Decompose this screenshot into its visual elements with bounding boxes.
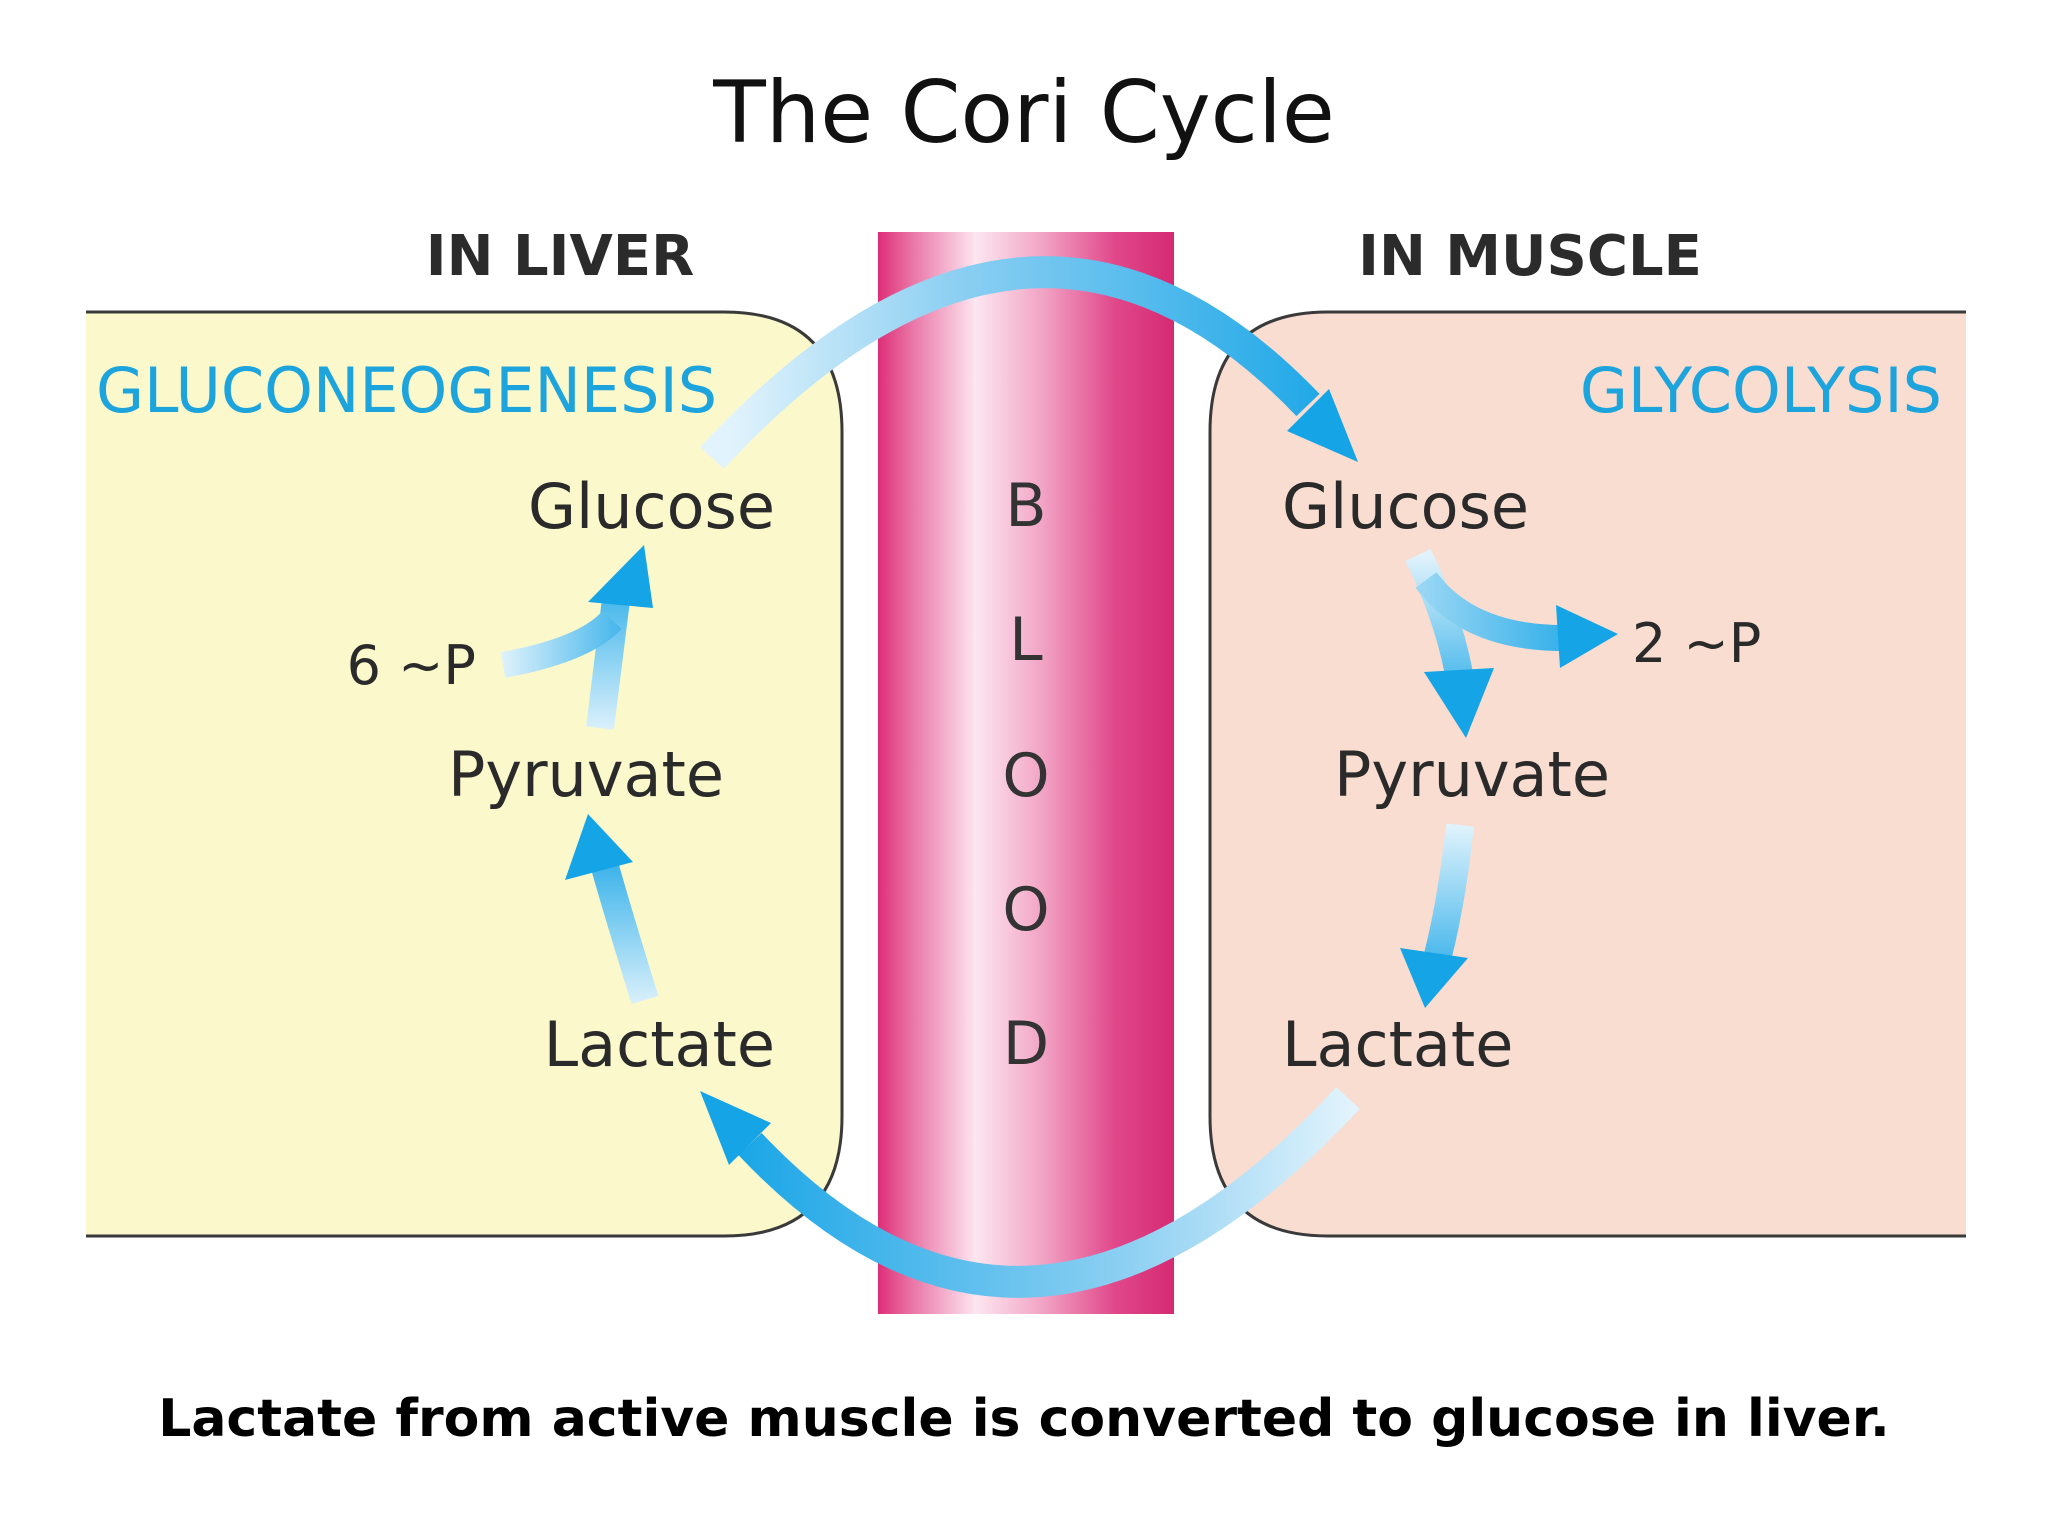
page-title: The Cori Cycle — [712, 63, 1335, 163]
glucose-transport-arrow — [700, 256, 1320, 469]
atp-output-arrowhead — [1556, 605, 1618, 668]
muscle-header: IN MUSCLE — [1358, 224, 1702, 289]
liver-compartment-border — [86, 310, 844, 1238]
atp-output-arrow — [1415, 571, 1571, 652]
liver-lactate-label: Lactate — [544, 1008, 775, 1081]
liver-pyruvate-label: Pyruvate — [448, 738, 724, 811]
blood-letter-b: B — [1005, 471, 1046, 541]
pyruvate-to-glucose-arrowhead — [588, 545, 653, 608]
glucose-to-pyruvate-arrowhead — [1424, 668, 1494, 738]
atp-input-arrow — [500, 610, 622, 678]
glycolysis-label: GLYCOLYSIS — [1580, 354, 1942, 427]
diagram-caption: Lactate from active muscle is converted … — [158, 1389, 1890, 1449]
muscle-compartment — [1210, 312, 1966, 1236]
pyruvate-to-lactate-arrow — [1424, 823, 1474, 959]
blood-letter-o1: O — [1002, 741, 1049, 811]
muscle-pyruvate-label: Pyruvate — [1334, 738, 1610, 811]
gluconeogenesis-label: GLUCONEOGENESIS — [96, 354, 717, 427]
muscle-glucose-label: Glucose — [1282, 470, 1529, 543]
lactate-to-pyruvate-arrow — [589, 856, 659, 1005]
blood-vessel — [878, 232, 1174, 1314]
muscle-atp-yield-label: 2 ~P — [1632, 612, 1761, 675]
muscle-compartment-border — [1208, 310, 1966, 1238]
blood-letter-d: D — [1003, 1009, 1049, 1079]
pyruvate-to-lactate-arrowhead — [1400, 948, 1468, 1008]
liver-compartment — [86, 312, 842, 1236]
blood-letter-l: L — [1009, 605, 1043, 675]
liver-glucose-label: Glucose — [528, 470, 775, 543]
lactate-to-pyruvate-arrowhead — [565, 814, 633, 880]
glucose-to-pyruvate-arrow — [1405, 548, 1474, 683]
blood-letter-o2: O — [1002, 875, 1049, 945]
liver-header: IN LIVER — [426, 224, 694, 289]
liver-atp-cost-label: 6 ~P — [347, 634, 476, 697]
lactate-transport-arrow — [738, 1087, 1360, 1298]
muscle-lactate-label: Lactate — [1282, 1008, 1513, 1081]
glucose-transport-arrowhead — [1287, 389, 1358, 462]
lactate-transport-arrowhead — [700, 1091, 771, 1165]
